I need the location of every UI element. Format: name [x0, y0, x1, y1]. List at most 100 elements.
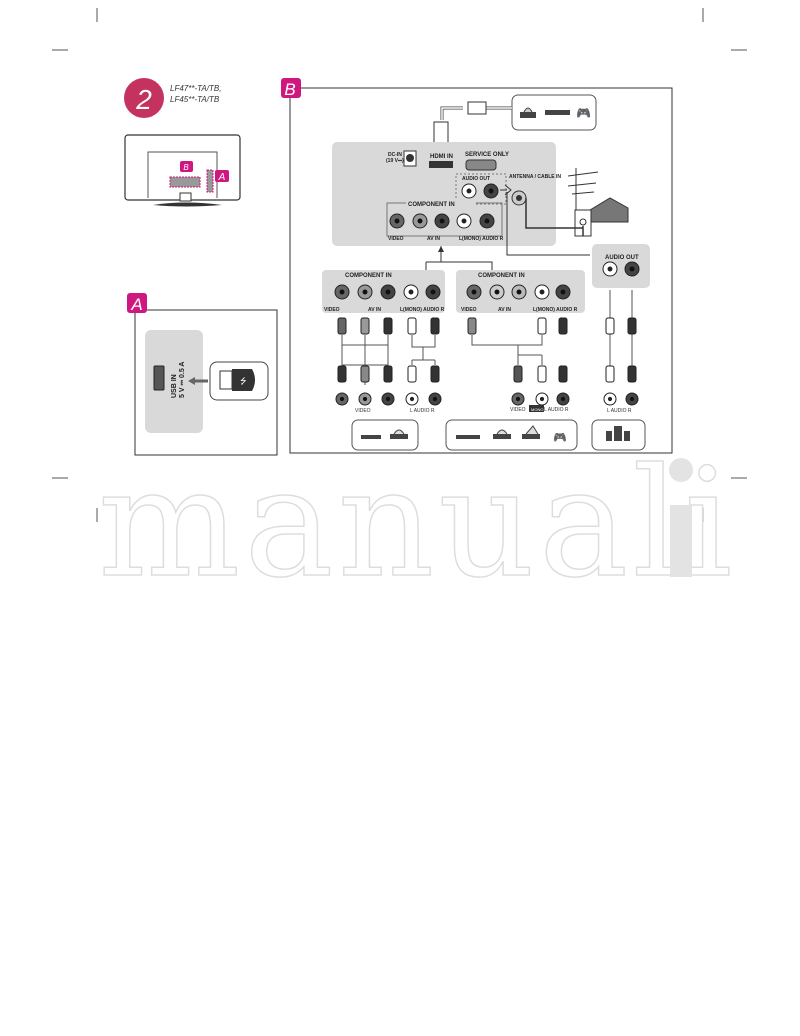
svg-text:COMPONENT IN: COMPONENT IN	[478, 273, 525, 279]
component-jack-center	[408, 289, 414, 295]
tv-rear-illustration: B A	[124, 134, 241, 207]
hdmi-in-port	[429, 161, 453, 168]
source-jack-center	[607, 396, 613, 402]
svg-text:AV IN: AV IN	[427, 236, 440, 242]
svg-text:L AUDIO R: L AUDIO R	[544, 407, 569, 413]
audio-out-jack-center	[607, 266, 613, 272]
svg-text:⭍: ⭍	[240, 377, 247, 386]
svg-text:manuali: manuali	[98, 437, 736, 611]
source-jack-center	[339, 396, 345, 402]
rca-plug	[337, 317, 347, 335]
svg-text:SERVICE ONLY: SERVICE ONLY	[465, 152, 509, 158]
svg-text:B: B	[284, 80, 295, 99]
rca-plug	[407, 317, 417, 335]
source-jack-center	[539, 396, 545, 402]
av-jack-center	[516, 289, 522, 295]
source-jack-center	[432, 396, 438, 402]
usb-icon: ⭍	[219, 369, 255, 391]
dvd-player-icon	[520, 112, 536, 118]
rca-plug	[513, 365, 523, 383]
svg-text:AV IN: AV IN	[368, 307, 381, 313]
rca-plug	[558, 365, 568, 383]
rca-plug	[605, 317, 615, 335]
dc-in-port	[406, 154, 414, 162]
source-jack-center	[409, 396, 415, 402]
av-jack-center	[539, 289, 545, 295]
rca-plug	[558, 317, 568, 335]
svg-text:L AUDIO R: L AUDIO R	[607, 408, 632, 414]
av-jack-center	[471, 289, 477, 295]
antenna-port	[516, 195, 522, 201]
rca-plug	[360, 317, 370, 335]
component-jack-center	[430, 289, 436, 295]
set-top-box-icon	[361, 435, 381, 439]
set-top-box-icon	[545, 110, 570, 115]
svg-text:L AUDIO R: L AUDIO R	[410, 408, 435, 414]
svg-text:COMPONENT IN: COMPONENT IN	[408, 202, 455, 208]
usb-rating-label: 5 V ⎓ 0.5 A	[179, 362, 186, 398]
set-top-box-icon	[456, 435, 480, 439]
svg-text:L(MONO) AUDIO R: L(MONO) AUDIO R	[459, 236, 504, 242]
svg-text:COMPONENT IN: COMPONENT IN	[345, 273, 392, 279]
source-jack-center	[560, 396, 566, 402]
jack-center	[417, 218, 423, 224]
svg-text:MONO: MONO	[531, 407, 543, 412]
section-b: B 🎮 DC-IN (19 V⎓) HDMI IN SERVICE ONLY A…	[281, 78, 673, 454]
rca-plug	[537, 317, 547, 335]
jack-center	[461, 218, 467, 224]
usb-in-label: USB IN	[171, 374, 178, 398]
svg-text:2: 2	[135, 84, 152, 115]
component-jack-center	[385, 289, 391, 295]
crop-marks	[52, 8, 747, 522]
rca-plug	[430, 317, 440, 335]
svg-text:B: B	[183, 163, 189, 172]
audio-out-jack-center	[466, 188, 472, 194]
source-jack-center	[362, 396, 368, 402]
rca-plug	[383, 317, 393, 335]
source-jack-center	[629, 396, 635, 402]
jack-center	[394, 218, 400, 224]
rca-plug	[467, 317, 477, 335]
rca-plug	[537, 365, 547, 383]
rca-plug	[430, 365, 440, 383]
rca-plug	[337, 365, 347, 383]
dvd-player-icon	[390, 434, 408, 439]
svg-text:A: A	[130, 295, 142, 314]
rca-plug	[383, 365, 393, 383]
watermark: manuali	[97, 436, 736, 612]
av-jack-center	[494, 289, 500, 295]
svg-text:(19 V⎓): (19 V⎓)	[386, 158, 404, 164]
antenna-icon	[525, 168, 629, 237]
dvd-player-icon	[493, 434, 511, 439]
svg-text:VIDEO: VIDEO	[355, 408, 371, 414]
av-source-box	[445, 419, 578, 451]
usb-port	[153, 365, 165, 391]
svg-text:HDMI IN: HDMI IN	[430, 154, 453, 160]
jack-center	[484, 218, 490, 224]
component-jack-center	[362, 289, 368, 295]
av-jack-center	[560, 289, 566, 295]
rca-plug	[605, 365, 615, 383]
svg-text:VIDEO: VIDEO	[510, 407, 526, 413]
svg-text:AUDIO OUT: AUDIO OUT	[605, 255, 639, 261]
source-jack-center	[515, 396, 521, 402]
rca-plug	[360, 365, 370, 383]
rca-plug	[407, 365, 417, 383]
source-jack-center	[385, 396, 391, 402]
svg-text:L(MONO) AUDIO R: L(MONO) AUDIO R	[400, 307, 445, 313]
game-controller-icon: 🎮	[553, 432, 567, 444]
svg-text:VIDEO: VIDEO	[461, 307, 477, 313]
component-jack-center	[339, 289, 345, 295]
jack-center	[439, 218, 445, 224]
speaker-system-icon	[606, 426, 630, 441]
svg-text:AV IN: AV IN	[498, 307, 511, 313]
game-controller-icon: 🎮	[576, 106, 591, 120]
svg-text:A: A	[218, 172, 226, 183]
audio-out-jack-center	[629, 266, 635, 272]
model-label: LF45**-TA/TB	[170, 95, 220, 104]
rca-plug	[627, 365, 637, 383]
component-source-box	[351, 419, 419, 451]
section-a: A USB IN 5 V ⎓ 0.5 A ⭍	[127, 293, 278, 456]
model-label: LF47**-TA/TB,	[170, 84, 221, 93]
